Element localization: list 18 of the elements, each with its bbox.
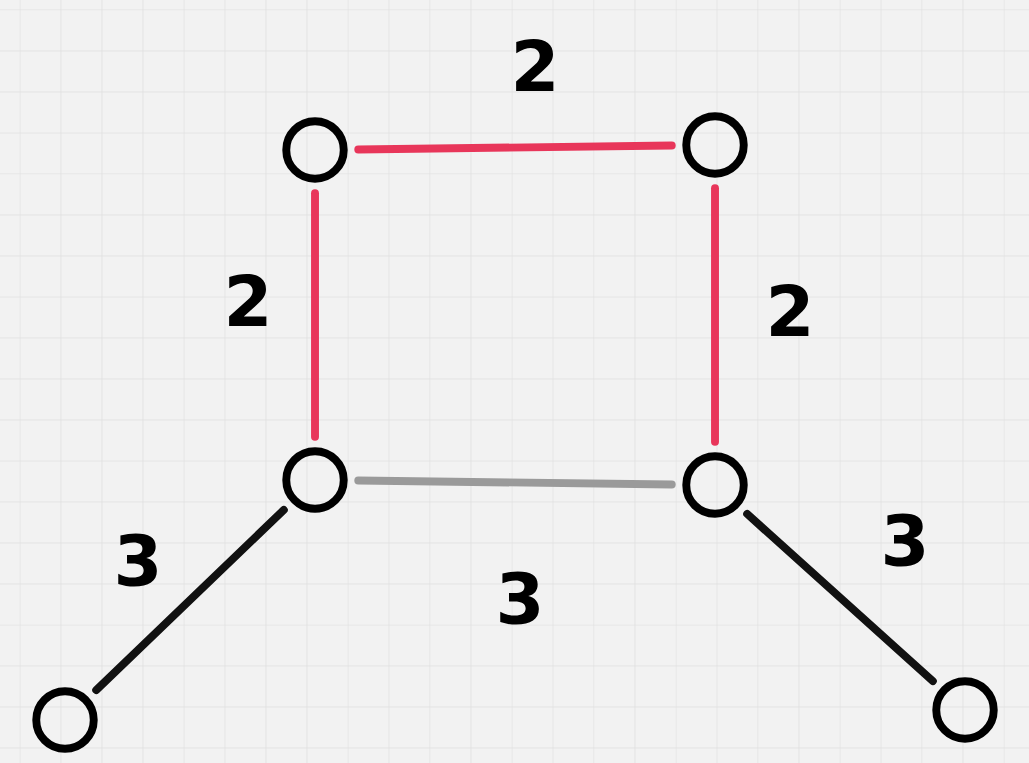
weighted-edge	[354, 141, 676, 154]
edge-weight: 3	[885, 513, 924, 567]
edge-weight: 2	[516, 38, 554, 92]
weighted-edge	[711, 184, 719, 446]
weighted-edge	[311, 189, 319, 441]
graph-node	[682, 112, 748, 178]
weighted-edge	[743, 509, 937, 686]
graph-node	[932, 677, 998, 743]
edge-weight: 3	[500, 571, 539, 625]
edge-weight: 2	[229, 273, 267, 327]
weighted-edge	[92, 506, 288, 694]
graph-node	[32, 687, 98, 753]
graph-node	[282, 447, 348, 513]
edge-weight: 3	[118, 533, 157, 587]
graph-node	[282, 117, 348, 183]
edge-weight: 2	[771, 283, 809, 337]
graph-node	[682, 452, 748, 518]
weighted-edge	[354, 476, 676, 489]
